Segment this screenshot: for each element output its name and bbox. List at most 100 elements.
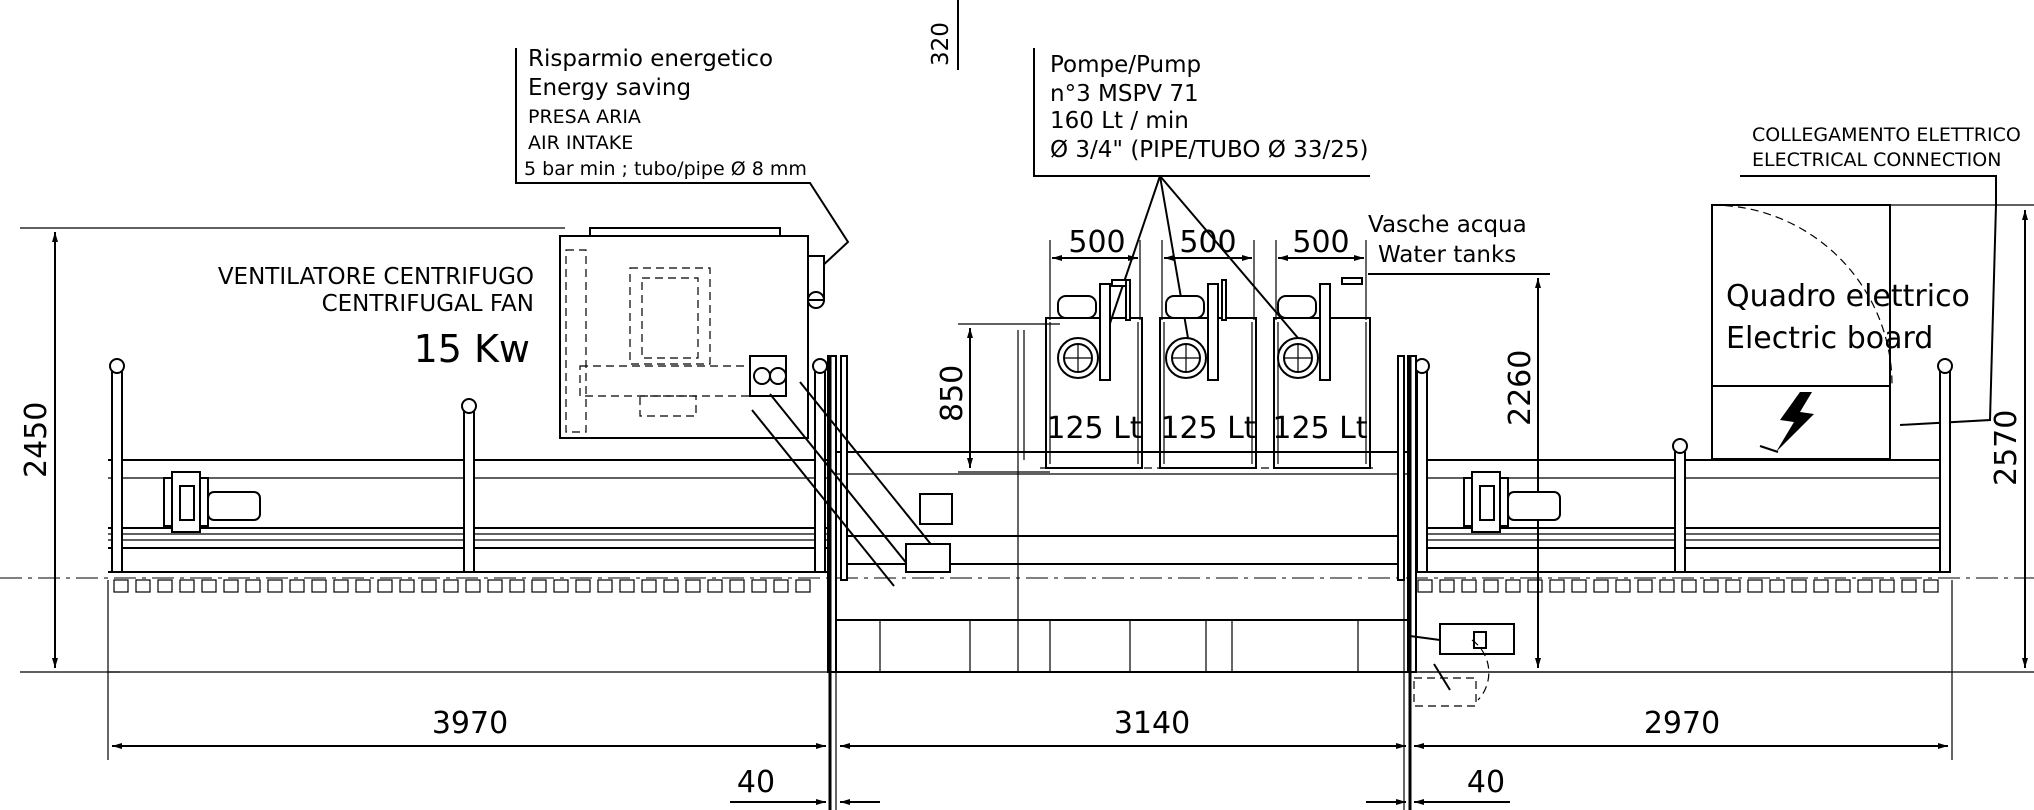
tank-height-value: 850 bbox=[935, 365, 970, 422]
pumps-pipe-label: Ø 3/4" (PIPE/TUBO Ø 33/25) bbox=[1050, 137, 1368, 163]
roller bbox=[641, 579, 657, 593]
right-conveyor bbox=[1410, 358, 1953, 673]
roller bbox=[575, 579, 591, 593]
middle-length-value: 3140 bbox=[1114, 706, 1190, 741]
roller bbox=[1813, 579, 1829, 593]
roller bbox=[157, 579, 173, 593]
roller bbox=[1857, 579, 1873, 593]
roller bbox=[1549, 579, 1565, 593]
roller bbox=[377, 579, 393, 593]
roller bbox=[355, 579, 371, 593]
energy-saving-en-label: Energy saving bbox=[528, 75, 691, 101]
left-height-value: 2450 bbox=[19, 402, 54, 478]
roller bbox=[685, 579, 701, 593]
water-tank-2: 125 Lt bbox=[1159, 279, 1257, 469]
roller bbox=[751, 579, 767, 593]
air-intake-it-label: PRESA ARIA bbox=[528, 106, 641, 128]
roller bbox=[201, 579, 217, 593]
centrifugal-fan bbox=[559, 227, 953, 587]
roller bbox=[443, 579, 459, 593]
electrical-connection-it-label: COLLEGAMENTO ELETTRICO bbox=[1752, 124, 2021, 146]
tank-height-dimension: 850 bbox=[935, 323, 1060, 473]
roller bbox=[1769, 579, 1785, 593]
roller bbox=[333, 579, 349, 593]
roller bbox=[113, 579, 129, 593]
roller bbox=[1439, 579, 1455, 593]
tank-stand-height-dimension: 2260 bbox=[1503, 278, 1541, 668]
tank-spacing-3-value: 500 bbox=[1292, 225, 1349, 260]
roller bbox=[795, 579, 811, 593]
water-tank-1: 125 Lt bbox=[1045, 279, 1143, 469]
roller bbox=[223, 579, 239, 593]
tank-stand-height-value: 2260 bbox=[1503, 350, 1538, 426]
roller bbox=[531, 579, 547, 593]
air-intake-spec-label: 5 bar min ; tubo/pipe Ø 8 mm bbox=[524, 158, 807, 180]
fan-it-label: VENTILATORE CENTRIFUGO bbox=[218, 264, 534, 290]
roller bbox=[619, 579, 635, 593]
air-intake-annotation: Risparmio energetico Energy saving PRESA… bbox=[515, 46, 850, 269]
left-height-dimension: 2450 bbox=[19, 227, 565, 673]
roller bbox=[267, 579, 283, 593]
roller bbox=[729, 579, 745, 593]
pumps-frame bbox=[1033, 48, 1370, 177]
roller bbox=[1483, 579, 1499, 593]
roller bbox=[179, 579, 195, 593]
tank-spacing-2-value: 500 bbox=[1179, 225, 1236, 260]
electrical-connection-en-label: ELECTRICAL CONNECTION bbox=[1752, 149, 2001, 171]
roller bbox=[1835, 579, 1851, 593]
water-tanks-en-label: Water tanks bbox=[1378, 242, 1516, 268]
roller bbox=[487, 579, 503, 593]
roller bbox=[509, 579, 525, 593]
water-tanks-it-label: Vasche acqua bbox=[1368, 212, 1527, 238]
pumps-title-label: Pompe/Pump bbox=[1050, 52, 1201, 78]
right-height-value: 2570 bbox=[1989, 410, 2024, 486]
roller bbox=[1703, 579, 1719, 593]
left-length-value: 3970 bbox=[432, 706, 508, 741]
tank-spacing-1-value: 500 bbox=[1068, 225, 1125, 260]
pumps-model-label: n°3 MSPV 71 bbox=[1050, 81, 1199, 107]
air-intake-leader bbox=[515, 48, 850, 269]
roller bbox=[289, 579, 305, 593]
pumps-flow-label: 160 Lt / min bbox=[1050, 108, 1189, 134]
roller bbox=[1923, 579, 1939, 593]
central-section bbox=[827, 330, 1417, 810]
roller bbox=[311, 579, 327, 593]
tank-3-capacity: 125 Lt bbox=[1272, 411, 1368, 446]
roller bbox=[245, 579, 261, 593]
roller bbox=[1681, 579, 1697, 593]
roller bbox=[1571, 579, 1587, 593]
roller bbox=[707, 579, 723, 593]
fan-annotation: VENTILATORE CENTRIFUGO CENTRIFUGAL FAN 1… bbox=[218, 264, 534, 371]
roller-row bbox=[0, 577, 2034, 593]
fan-en-label: CENTRIFUGAL FAN bbox=[322, 291, 534, 317]
bottom-dimensions: 3970 3140 2970 40 40 bbox=[107, 580, 1953, 805]
roller bbox=[421, 579, 437, 593]
roller bbox=[1593, 579, 1609, 593]
roller bbox=[1461, 579, 1477, 593]
roller bbox=[1527, 579, 1543, 593]
roller bbox=[773, 579, 789, 593]
roller bbox=[1659, 579, 1675, 593]
roller bbox=[553, 579, 569, 593]
left-gap-value: 40 bbox=[737, 765, 775, 800]
water-tanks: 125 Lt 125 Lt 125 Lt bbox=[1040, 277, 1376, 469]
left-conveyor bbox=[108, 358, 828, 673]
roller bbox=[135, 579, 151, 593]
roller bbox=[1791, 579, 1807, 593]
right-length-value: 2970 bbox=[1644, 706, 1720, 741]
bottom-drive bbox=[1409, 623, 1515, 707]
roller bbox=[399, 579, 415, 593]
roller bbox=[465, 579, 481, 593]
tank-1-capacity: 125 Lt bbox=[1046, 411, 1142, 446]
electric-board-en-label: Electric board bbox=[1726, 321, 1933, 356]
lightning-icon bbox=[1776, 392, 1814, 452]
roller bbox=[1505, 579, 1521, 593]
roller bbox=[663, 579, 679, 593]
roller bbox=[1747, 579, 1763, 593]
roller bbox=[1879, 579, 1895, 593]
roller bbox=[1637, 579, 1653, 593]
top-offset-value: 320 bbox=[928, 22, 954, 66]
energy-saving-it-label: Risparmio energetico bbox=[528, 46, 773, 72]
air-intake-en-label: AIR INTAKE bbox=[528, 132, 633, 154]
